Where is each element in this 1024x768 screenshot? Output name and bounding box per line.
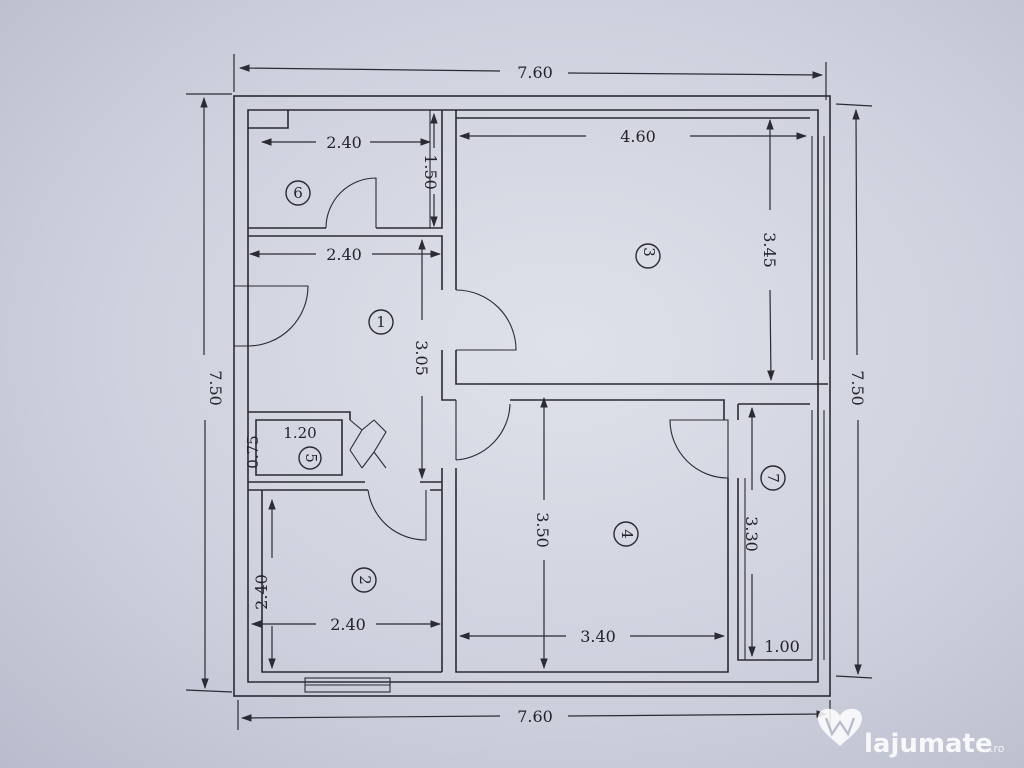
heart-w-logo-icon — [818, 708, 862, 746]
room-1: 2.40 3.05 1 — [248, 238, 442, 480]
room-7: 3.30 1.00 7 — [742, 406, 800, 658]
dim-right-height: 7.50 — [848, 370, 867, 406]
room-4-width: 3.40 — [580, 627, 616, 646]
room-3: 4.60 3.45 3 — [458, 118, 808, 382]
room-4-height: 3.50 — [533, 512, 552, 548]
watermark-suffix: .ro — [990, 742, 1005, 755]
room-5-width: 1.20 — [283, 424, 316, 442]
room-1-number: 1 — [376, 313, 386, 331]
room-2-width: 2.40 — [330, 615, 366, 634]
room-7-height: 3.30 — [742, 516, 761, 552]
room-5: 1.20 0.75 5 — [244, 424, 322, 470]
outer-walls — [233, 95, 831, 697]
room-6-number: 6 — [293, 184, 303, 202]
room-5-height: 0.75 — [244, 435, 262, 468]
room-2-height: 2.40 — [252, 574, 271, 610]
room-7-width: 1.00 — [764, 637, 800, 656]
watermark-brand: lajumate — [864, 729, 993, 759]
door-swings — [247, 177, 729, 541]
room-6: 2.40 1.50 6 — [260, 112, 440, 228]
dim-bottom-width: 7.60 — [517, 707, 553, 726]
overall-dimensions: 7.60 7.60 7.50 7.50 — [185, 54, 873, 730]
room-3-number: 3 — [640, 247, 658, 257]
room-3-width: 4.60 — [620, 127, 656, 146]
room-2: 2.40 2.40 2 — [250, 498, 442, 670]
room-2-number: 2 — [356, 575, 374, 585]
dim-top-width: 7.60 — [517, 63, 553, 82]
watermark: lajumate .ro — [818, 708, 1005, 759]
room-1-height: 3.05 — [412, 340, 431, 376]
room-6-height: 1.50 — [421, 154, 440, 190]
room-6-width: 2.40 — [326, 133, 362, 152]
room-4: 3.50 3.40 4 — [458, 396, 726, 670]
room-7-number: 7 — [764, 473, 782, 483]
room-4-number: 4 — [618, 529, 636, 539]
room-5-number: 5 — [302, 453, 320, 463]
dim-left-height: 7.50 — [206, 370, 225, 406]
room-1-width: 2.40 — [326, 245, 362, 264]
room-3-height: 3.45 — [760, 232, 779, 268]
interior-walls — [248, 110, 828, 673]
